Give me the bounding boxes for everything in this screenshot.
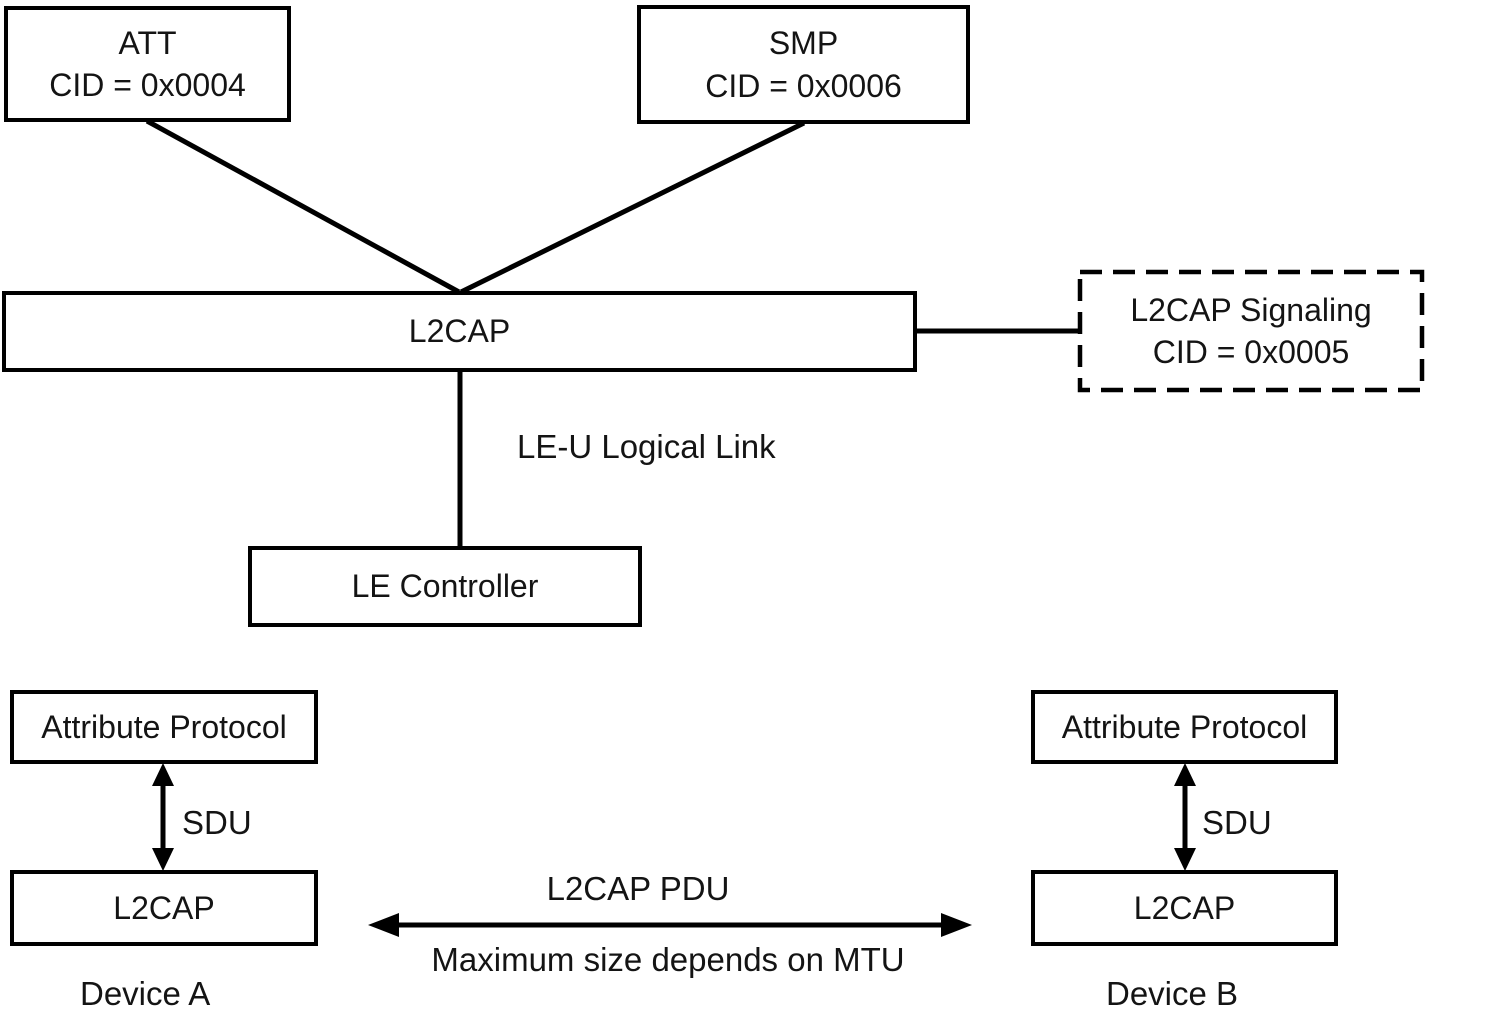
device-b-sdu-label: SDU [1202, 804, 1272, 841]
smp-cid: CID = 0x0006 [705, 67, 902, 104]
smp-box: SMP CID = 0x0006 [637, 5, 970, 124]
device-a-l2cap-box: L2CAP [10, 870, 318, 946]
le-u-logical-link-label: LE-U Logical Link [517, 428, 776, 465]
device-b-caption: Device B [1106, 975, 1239, 1012]
l2cap-signaling-box: L2CAP Signaling CID = 0x0005 [1078, 270, 1424, 392]
device-a-caption: Device A [80, 975, 211, 1012]
signaling-box-dashed-border [1077, 269, 1425, 393]
att-title: ATT [118, 24, 177, 61]
device-a-attribute-protocol-label: Attribute Protocol [41, 708, 287, 745]
device-b-l2cap-box: L2CAP [1031, 870, 1338, 946]
l2cap-pdu-label: L2CAP PDU [546, 870, 730, 907]
device-a-attribute-protocol-box: Attribute Protocol [10, 690, 318, 764]
le-controller-label: LE Controller [351, 568, 539, 605]
l2cap-main-label: L2CAP [408, 313, 511, 350]
mtu-size-label: Maximum size depends on MTU [431, 941, 905, 978]
signaling-title: L2CAP Signaling [1130, 291, 1372, 328]
l2cap-pdu-arrow [368, 913, 972, 937]
device-a-l2cap-label: L2CAP [113, 889, 215, 926]
le-controller-box: LE Controller [248, 546, 642, 627]
smp-title: SMP [768, 25, 839, 62]
device-b-attribute-protocol-label: Attribute Protocol [1061, 708, 1308, 745]
device-b-attribute-protocol-box: Attribute Protocol [1031, 690, 1338, 764]
sdu-arrow-b [1174, 763, 1196, 871]
device-b-l2cap-label: L2CAP [1133, 889, 1236, 926]
signaling-cid: CID = 0x0005 [1152, 334, 1350, 370]
device-a-sdu-label: SDU [182, 804, 252, 841]
att-cid: CID = 0x0004 [49, 67, 246, 103]
smp-to-l2cap-line [459, 120, 806, 295]
att-box: ATT CID = 0x0004 [4, 6, 291, 122]
sdu-arrow-a [152, 763, 174, 871]
att-to-l2cap-line [145, 118, 461, 295]
l2cap-main-box: L2CAP [2, 291, 917, 372]
